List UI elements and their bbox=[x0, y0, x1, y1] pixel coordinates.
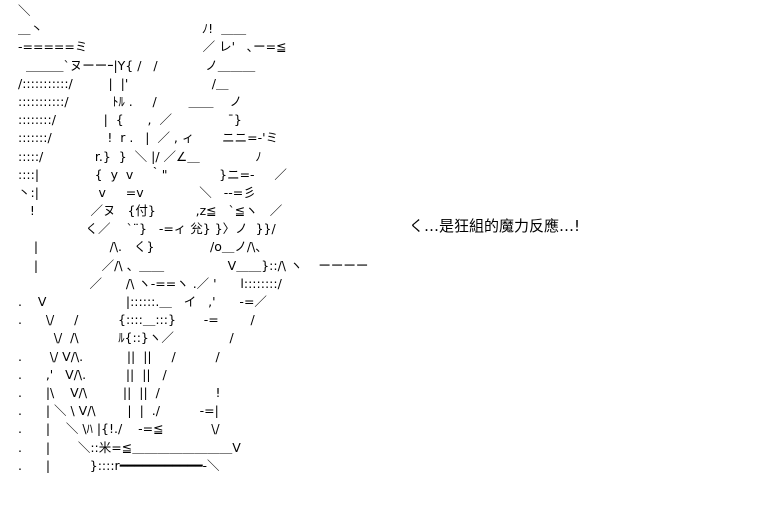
art-line: . | ＼::米=≦＿＿＿＿＿＿＿＿V bbox=[18, 439, 241, 455]
ascii-art: ＼ ＿丶 ﾉ! ＿＿ -=====ミ ／ レ' ､ー=≦ ＿＿＿`ヌーーｰ|Y{ /… bbox=[18, 2, 368, 475]
art-line: /:::::::::::/ | |' /＿ bbox=[18, 75, 229, 91]
art-line: ! ／ヌ {付} ,z≦ `≦ヽ ／ bbox=[18, 203, 283, 219]
art-line: く／ `¨} -=ィ 兊} }〉ノ }}/ bbox=[18, 221, 276, 237]
art-line: . |\ V/\ || || / ! bbox=[18, 384, 221, 400]
art-line: :::::::/ ! r . | ／ , ィ ニニ=-'ミ bbox=[18, 130, 279, 146]
art-line: ::::::::/ | { , ／ ¯} bbox=[18, 112, 242, 128]
art-line: 丶:| v =v ＼ --=彡 bbox=[18, 184, 256, 200]
art-line: -=====ミ ／ レ' ､ー=≦ bbox=[18, 39, 287, 55]
art-line: \/ /\ ﾙ{::}ヽ／ / bbox=[18, 330, 234, 346]
art-line: ＼ bbox=[18, 3, 31, 18]
art-line: | /\. く} /o＿ノ/\、 bbox=[18, 239, 268, 255]
art-line: | ／/\ 、＿＿ V＿＿}::/\ ヽ ーーーー bbox=[18, 257, 369, 273]
art-line: ＿＿＿`ヌーーｰ|Y{ / / ノ＿＿＿ bbox=[18, 57, 256, 73]
art-line: :::::/ r.} } ＼ |/ ／∠＿ ﾉ bbox=[18, 148, 262, 164]
art-line: :::::::::::/ ﾄﾙ . / ＿＿ ノ bbox=[18, 93, 242, 109]
art-line: . | ＼ \ V/\ | | ./ -=| bbox=[18, 403, 219, 419]
art-line: . \/ / {::::＿:::} -= / bbox=[18, 312, 255, 328]
art-line: ＿丶 ﾉ! ＿＿ bbox=[18, 21, 247, 37]
art-line: . V |::::::.＿ イ ,' -=／ bbox=[18, 294, 267, 309]
art-line: . ,' V/\. || || / bbox=[18, 366, 167, 382]
art-line: . | ＼ \ﾊ |{!./ -=≦ \/ bbox=[18, 421, 220, 437]
dialogue-caption: く…是狂組的魔力反應…! bbox=[409, 217, 581, 235]
art-line: . | }::::r━━━━━━━━━━━-＼ bbox=[18, 457, 220, 473]
art-line: ::::| { y v ｀" }ニ=- ／ bbox=[18, 166, 287, 182]
art-line: . \/ V/\. || || / / bbox=[18, 348, 220, 364]
art-line: ／ /\ ヽ-==ヽ .／ ' l::::::::/ bbox=[18, 275, 282, 291]
